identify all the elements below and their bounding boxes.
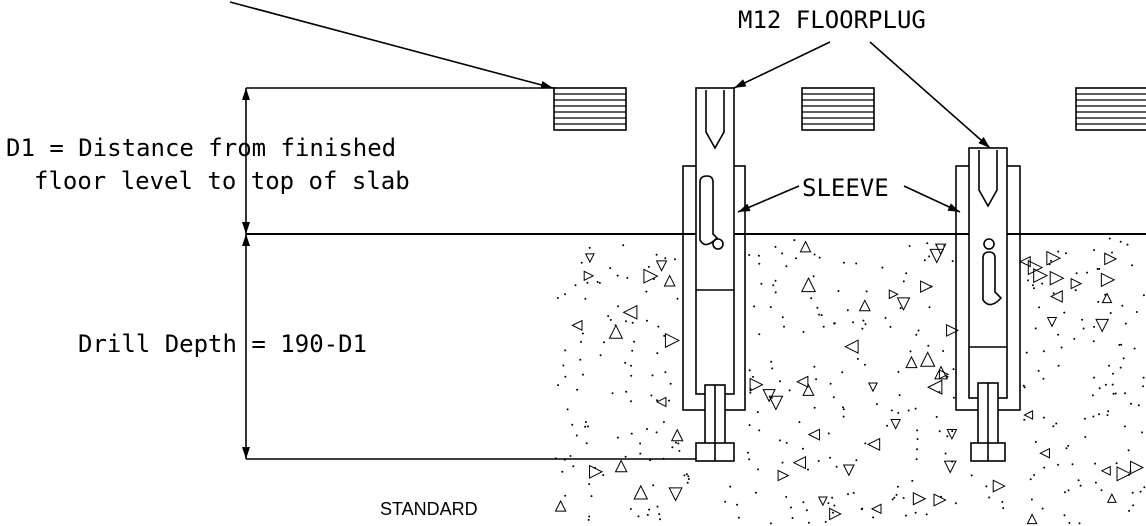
drill-depth-label: Drill Depth = 190-D1 — [78, 330, 367, 358]
standard-label: STANDARD — [380, 499, 478, 519]
bayonet-slot-left — [699, 175, 719, 246]
plug-slot-right — [978, 150, 998, 208]
sleeve-label: SLEEVE — [802, 174, 889, 202]
d1-label-line2: floor level to top of slab — [34, 167, 410, 195]
floorplug-leader-left — [733, 41, 831, 89]
floorplug-sunk — [955, 147, 1021, 462]
floorplug-leader-right — [869, 41, 991, 149]
bayonet-slot-right — [982, 251, 1003, 306]
floor-tile-left — [553, 87, 627, 131]
floor-tile-middle — [801, 87, 875, 131]
sleeve-leader-right — [903, 185, 961, 213]
plug-slot-left — [705, 90, 725, 150]
concrete-texture — [554, 237, 1146, 525]
d1-label-line1: D1 = Distance from finished — [6, 134, 396, 162]
plug-body-right — [968, 147, 1008, 399]
floor-tile-right — [1075, 87, 1146, 131]
floorplug-standard — [682, 87, 746, 462]
floorplug-label: M12 FLOORPLUG — [738, 6, 926, 34]
sleeve-leader-left — [737, 185, 800, 213]
tile-leader-line — [229, 1, 554, 89]
